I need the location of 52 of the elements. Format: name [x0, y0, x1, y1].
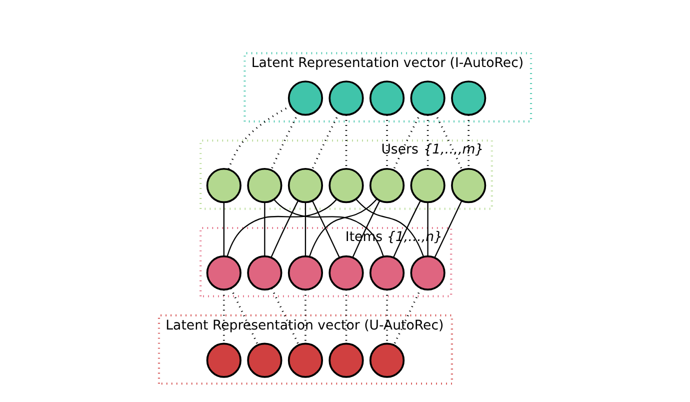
connector	[393, 288, 422, 346]
cluster: Latent Representation vector (I-AutoRec)	[244, 52, 532, 122]
connector	[312, 200, 340, 258]
node-circle	[288, 342, 324, 378]
node-circle	[247, 255, 282, 290]
node-circle	[369, 255, 405, 290]
node-circle	[369, 80, 405, 116]
node-circle	[206, 342, 242, 378]
connector	[223, 290, 225, 344]
connector	[434, 200, 462, 258]
node-circle	[328, 168, 364, 204]
connector	[270, 200, 299, 258]
connector	[392, 112, 422, 170]
connector	[308, 198, 378, 257]
connector	[270, 112, 300, 170]
node-circle	[206, 255, 242, 290]
connector	[230, 288, 259, 346]
node-circle	[206, 168, 242, 204]
node-circle	[369, 168, 405, 204]
node-circle	[410, 168, 446, 204]
connector	[426, 115, 429, 169]
node-circle	[288, 80, 324, 116]
node-circle	[328, 255, 364, 290]
node-circle	[288, 255, 324, 290]
cluster: Latent Representation vector (U-AutoRec)	[158, 314, 453, 385]
connector	[273, 199, 384, 257]
connector	[270, 288, 300, 346]
node-circle	[328, 342, 364, 378]
node-circle	[451, 168, 486, 204]
connector	[345, 290, 348, 344]
connector	[228, 105, 291, 170]
connector	[468, 115, 470, 169]
connector	[304, 290, 306, 344]
connector	[427, 202, 428, 256]
connector	[223, 202, 224, 256]
connector	[434, 112, 463, 170]
connector	[304, 202, 306, 256]
node-circle	[288, 168, 324, 204]
connector	[386, 115, 388, 169]
node-circle	[369, 342, 405, 378]
node-circle	[451, 80, 486, 116]
connector	[226, 199, 337, 257]
connector	[264, 202, 266, 256]
cluster: Users {1,…,m}	[200, 140, 493, 210]
connector	[386, 290, 388, 344]
connector	[311, 112, 340, 170]
connector	[345, 115, 348, 169]
node-circle	[247, 168, 282, 204]
node-circle	[410, 255, 446, 290]
node-circle	[328, 80, 364, 116]
node-circle	[247, 342, 282, 378]
node-circle	[410, 80, 446, 116]
